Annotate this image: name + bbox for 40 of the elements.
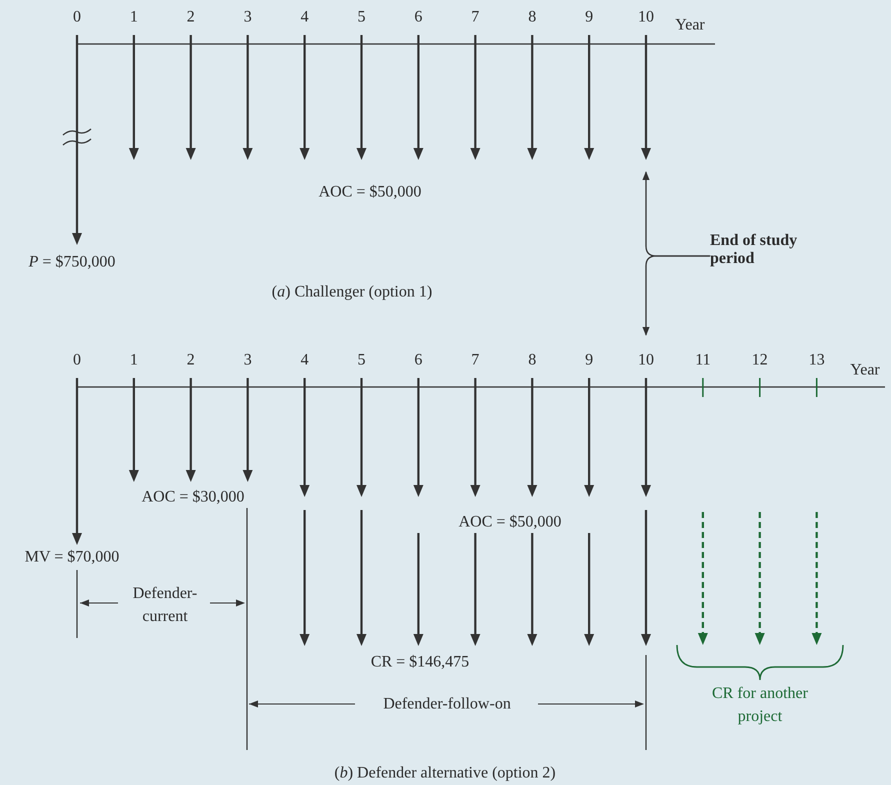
period-label: Defender-follow-on xyxy=(382,694,512,714)
year-number: 5 xyxy=(356,7,366,28)
year-number: 5 xyxy=(356,350,366,370)
callout-text: End of study period xyxy=(710,232,820,269)
year-number: 6 xyxy=(413,7,424,28)
leader-line xyxy=(642,255,710,336)
year-number: 8 xyxy=(527,350,538,370)
year-number: 7 xyxy=(470,350,480,370)
caption: (b) Defender alternative (option 2) xyxy=(333,763,557,784)
year-number: 11 xyxy=(694,350,712,370)
year-number: 2 xyxy=(186,350,196,370)
axis-label: Year xyxy=(849,360,881,380)
year-number: 8 xyxy=(527,7,538,28)
year-number: 9 xyxy=(584,7,594,28)
year-number: 4 xyxy=(300,350,310,370)
year-number: 0 xyxy=(72,350,82,370)
year-number: 10 xyxy=(637,7,655,28)
year-number: 3 xyxy=(242,7,253,28)
year-number: 0 xyxy=(72,7,82,28)
amount-label: AOC = $50,000 xyxy=(318,182,422,202)
caption: (a) Challenger (option 1) xyxy=(270,282,434,302)
year-number: 1 xyxy=(128,7,139,28)
amount-label: AOC = $50,000 xyxy=(458,512,562,532)
period-label: Defender-current xyxy=(132,584,198,627)
year-number: 6 xyxy=(413,350,424,370)
year-number: 7 xyxy=(470,7,480,28)
amount-label: P = $750,000 xyxy=(28,252,116,272)
year-number: 4 xyxy=(300,7,310,28)
year-number: 12 xyxy=(750,350,769,370)
axis-label: Year xyxy=(674,15,706,36)
year-number: 3 xyxy=(242,350,253,370)
note: CR for another project xyxy=(711,684,809,727)
year-number: 1 xyxy=(128,350,139,370)
amount-label: MV = $70,000 xyxy=(24,547,120,568)
year-number: 13 xyxy=(808,350,826,370)
year-number: 10 xyxy=(636,348,656,372)
year-number: 9 xyxy=(584,350,594,370)
amount-label: AOC = $30,000 xyxy=(140,487,246,508)
year-number: 2 xyxy=(186,7,196,28)
amount-label: CR = $146,475 xyxy=(370,652,470,672)
